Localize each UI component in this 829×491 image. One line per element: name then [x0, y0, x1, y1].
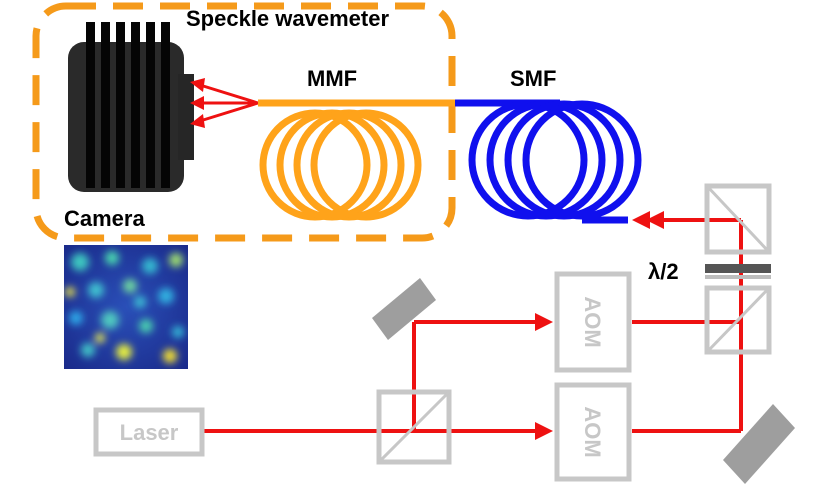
mmf-fiber: [258, 99, 455, 221]
aom-top-box: AOM: [554, 271, 632, 373]
mirror-icon: [372, 278, 436, 340]
laser-beam-paths: [204, 218, 743, 433]
smf-fiber: [455, 99, 642, 224]
waveplate-icon: [705, 264, 771, 279]
laser-box: Laser: [93, 407, 205, 457]
speckle-wavemeter-label: Speckle wavemeter: [186, 6, 389, 31]
half-wave-plate-label: λ/2: [648, 259, 679, 284]
fiber-output-arrows: [199, 83, 259, 123]
camera-icon: [68, 22, 194, 192]
beam-splitter-icon: [704, 183, 772, 255]
beam-splitter-icon: [704, 285, 772, 355]
beam-splitter-icon: [376, 389, 452, 465]
laser-label: Laser: [120, 420, 179, 445]
mirror-icon: [723, 404, 795, 484]
speckle-pattern-image: [64, 245, 188, 369]
beam-arrowheads: [535, 211, 664, 440]
aom-top-label: AOM: [580, 296, 605, 347]
aom-bottom-box: AOM: [554, 382, 632, 482]
speckle-wavemeter-box: [32, 2, 456, 242]
aom-bottom-label: AOM: [580, 406, 605, 457]
smf-label: SMF: [510, 66, 556, 91]
arrowheads-camera: [190, 78, 205, 128]
mmf-label: MMF: [307, 66, 357, 91]
camera-label: Camera: [64, 206, 145, 231]
